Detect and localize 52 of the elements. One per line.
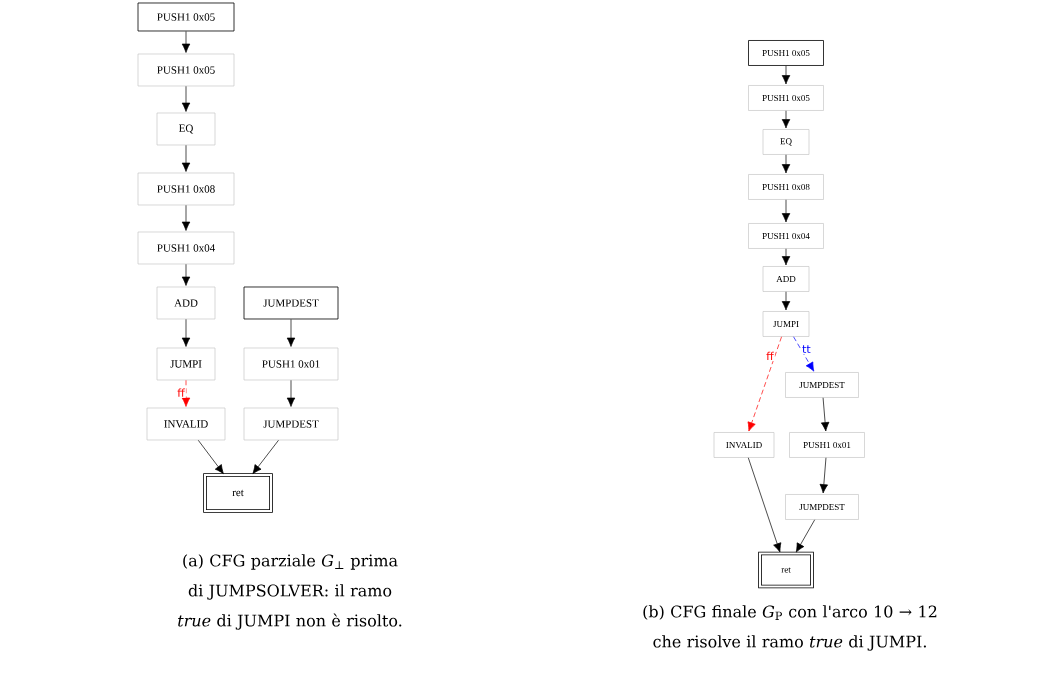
arrow	[181, 263, 191, 286]
edge-label: ff	[766, 351, 774, 361]
instruction-box: PUSH1 0x05	[137, 53, 235, 87]
caption: (a) CFG parziale G$_{⊥}$ prima di JUMPSOLVER: il ramo true di JUMPI non è risolto.	[178, 554, 402, 630]
instruction-box: PUSH1 0x08	[748, 174, 824, 200]
arrow	[747, 457, 782, 553]
instruction-box: ADD	[762, 266, 810, 292]
instruction-box: PUSH1 0x01	[243, 347, 339, 381]
instruction-box: JUMPDEST	[243, 407, 339, 441]
arrow	[181, 85, 191, 112]
instruction-box: JUMPDEST	[785, 372, 859, 398]
arrow	[286, 379, 296, 407]
instruction-box: EQ	[762, 129, 810, 155]
edge-label: tt	[802, 345, 811, 354]
instruction-box: PUSH1 0x05	[748, 85, 824, 111]
arrow	[181, 379, 191, 407]
arrow	[781, 154, 791, 174]
instruction-box: JUMPDEST	[785, 494, 859, 520]
arrow	[181, 318, 191, 347]
arrow	[781, 65, 791, 85]
arrow	[252, 439, 279, 474]
arrow	[747, 336, 782, 432]
entry-box: JUMPDEST	[243, 286, 339, 320]
instruction-box: PUSH1 0x04	[748, 223, 824, 249]
instruction-box: PUSH1 0x01	[789, 432, 865, 458]
arrow	[821, 397, 830, 432]
instruction-box: JUMPI	[762, 311, 810, 337]
arrow	[795, 519, 816, 553]
instruction-box: JUMPI	[156, 347, 216, 381]
arrow	[781, 110, 791, 129]
exit-box: ret	[758, 551, 814, 589]
instruction-box: INVALID	[146, 407, 226, 441]
entry-box: PUSH1 0x05	[137, 2, 235, 32]
arrow	[819, 457, 828, 494]
arrow	[181, 31, 191, 53]
entry-box: PUSH1 0x05	[748, 40, 824, 66]
arrow	[781, 291, 791, 311]
arrow	[781, 248, 791, 266]
arrow	[793, 336, 815, 372]
instruction-box: INVALID	[713, 432, 775, 458]
exit-box: ret	[203, 473, 273, 513]
instruction-box: PUSH1 0x08	[137, 172, 235, 206]
caption: (b) CFG finale G$_{P}$ con l'arco 10 → 12 che risolve il ramo true di JUMPI.	[643, 605, 937, 651]
arrow	[286, 319, 296, 347]
arrow	[181, 144, 191, 172]
instruction-box: ADD	[156, 286, 216, 320]
arrow	[197, 439, 224, 474]
arrow	[781, 199, 791, 223]
edge-label: ff	[177, 388, 185, 397]
instruction-box: EQ	[156, 112, 216, 146]
instruction-box: PUSH1 0x04	[137, 231, 235, 265]
arrow	[181, 204, 191, 231]
